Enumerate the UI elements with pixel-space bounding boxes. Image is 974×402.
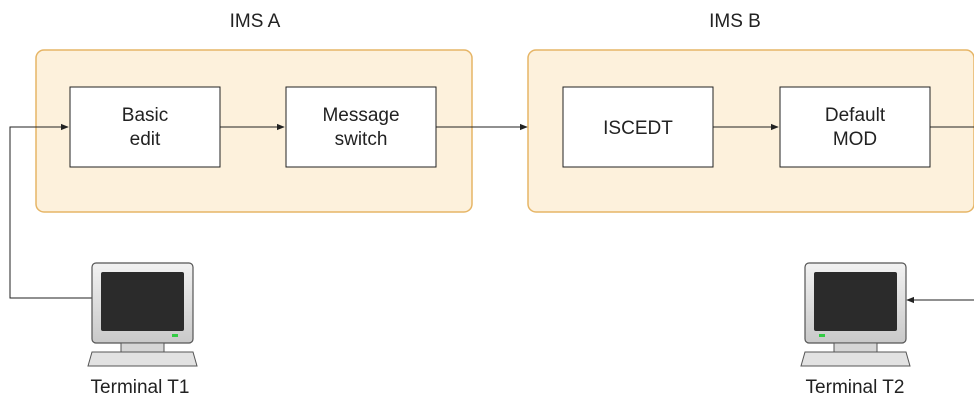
- message-switch-label-line2: switch: [335, 129, 388, 150]
- message-switch-label-line1: Message: [322, 105, 399, 126]
- terminal-t1-label: Terminal T1: [91, 377, 190, 398]
- default-mod-block: Default MOD: [779, 86, 931, 168]
- basic-edit-label-line1: Basic: [122, 105, 168, 126]
- message-switch-block: Message switch: [285, 86, 437, 168]
- iscedt-label: ISCEDT: [603, 118, 673, 139]
- terminal-t2-label: Terminal T2: [806, 377, 905, 398]
- default-mod-label-line1: Default: [825, 105, 886, 126]
- terminal-t1-icon: [87, 262, 198, 367]
- basic-edit-label-line2: edit: [130, 129, 161, 150]
- ims-b-title: IMS B: [709, 11, 761, 32]
- default-mod-label-line2: MOD: [833, 129, 877, 150]
- ims-a-title: IMS A: [230, 11, 281, 32]
- iscedt-block: ISCEDT: [562, 86, 714, 168]
- terminal-t2-icon: [800, 262, 911, 367]
- terminal-t1-to-basic-edit-arrow: [9, 123, 96, 299]
- basic-edit-block: Basic edit: [69, 86, 221, 168]
